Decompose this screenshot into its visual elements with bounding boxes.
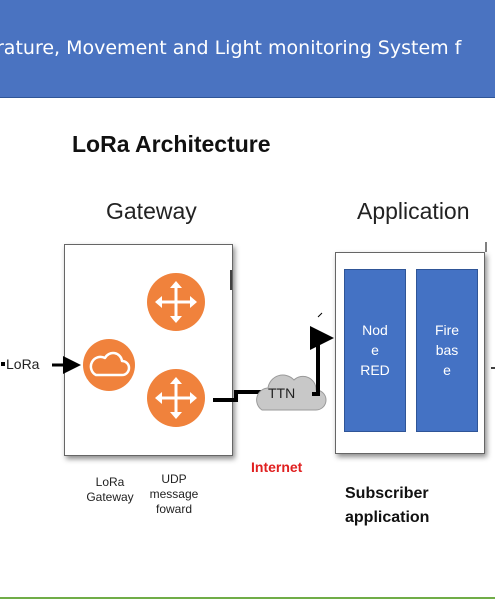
firebase-line-2: bas (435, 342, 459, 358)
internet-label: Internet (251, 459, 303, 475)
gateway-title: Gateway (106, 198, 197, 224)
udp-caption: UDP message foward (144, 472, 204, 517)
firebase-line-1: Fire (434, 322, 460, 338)
subscriber-caption: Subscriber application (345, 482, 429, 530)
lora-label: LoRa (6, 356, 40, 372)
router-icon-top (147, 273, 205, 331)
lora-gateway-cloud-icon (83, 339, 135, 391)
subscriber-line-1: Subscriber (345, 485, 429, 502)
lora-gateway-caption-line-1: LoRa (95, 475, 125, 489)
router-icon-bottom (147, 369, 205, 427)
udp-caption-line-1: UDP (161, 472, 187, 486)
firebase-line-3: e (443, 362, 451, 378)
udp-caption-line-2: message (149, 487, 199, 501)
node-red-line-1: Nod (362, 322, 388, 338)
diagram-heading: LoRa Architecture (72, 131, 271, 157)
lora-gateway-caption-line-2: Gateway (86, 490, 134, 504)
title-banner: rature, Movement and Light monitoring Sy… (0, 0, 495, 98)
footer-divider (0, 597, 495, 599)
ttn-label: TTN (268, 385, 296, 401)
lora-line-start (1, 362, 5, 366)
application-title: Application (357, 198, 470, 224)
subscriber-line-2: application (345, 509, 430, 526)
lora-gateway-caption: LoRa Gateway (84, 475, 136, 505)
banner-title: rature, Movement and Light monitoring Sy… (0, 37, 462, 59)
node-red-tile: Nod e RED (344, 269, 406, 432)
node-red-line-2: e (371, 342, 379, 358)
udp-caption-line-3: foward (155, 502, 193, 516)
firebase-tile: Fire bas e (416, 269, 478, 432)
node-red-line-3: RED (360, 362, 390, 378)
ttn-application-arrow (310, 326, 334, 396)
tick-mark (317, 312, 323, 318)
ttn-cloud-icon (256, 374, 327, 411)
gateway-ttn-connector (213, 390, 262, 402)
